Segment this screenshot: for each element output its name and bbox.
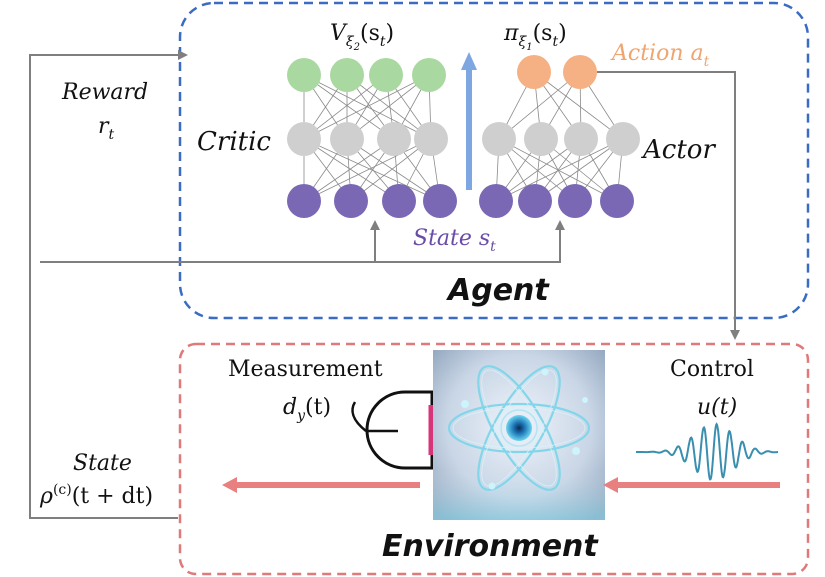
network-edge [303, 74, 395, 140]
network-edge [495, 138, 582, 202]
measurement-label: Measurement [228, 357, 383, 382]
network-edge [534, 138, 624, 202]
actor-input-node [518, 184, 552, 218]
critic-hidden-node [377, 122, 411, 156]
agent-title: Agent [446, 273, 550, 308]
environment-title: Environment [382, 529, 599, 564]
policy-label: πξ1(st) [503, 21, 567, 53]
network-edge [303, 138, 395, 202]
network-edge [495, 138, 624, 202]
network-edge [346, 74, 430, 140]
network-edge [303, 74, 430, 140]
critic-output-node [287, 58, 321, 92]
actor-hidden-node [524, 122, 558, 156]
atom-image [433, 350, 605, 520]
critic-hidden-node [287, 122, 321, 156]
critic-input-node [382, 184, 416, 218]
network-edge [303, 74, 387, 140]
network-edge [303, 138, 400, 202]
actor-output-node [517, 55, 551, 89]
actor-label: Actor [641, 135, 716, 165]
detector-icon [351, 390, 434, 470]
critic-hidden-node [414, 122, 448, 156]
agent-box [178, 1, 810, 320]
network-edge [346, 74, 432, 140]
environment-box [178, 342, 810, 576]
state-output-symbol: ρ(c)(t + dt) [39, 482, 153, 509]
critic-input-node [287, 184, 321, 218]
actor-hidden-node [606, 122, 640, 156]
critic-hidden-node [330, 122, 364, 156]
critic-label: Critic [197, 127, 271, 157]
critic-input-node [334, 184, 368, 218]
network-edge [303, 138, 432, 202]
environment-flow-arrows [222, 477, 780, 493]
critic-output-node [412, 58, 446, 92]
critic-output-node [369, 58, 403, 92]
reward-label: Reward [61, 80, 148, 105]
state-output-label: State [73, 451, 132, 476]
network-edge [303, 74, 432, 140]
control-symbol: u(t) [697, 395, 737, 420]
actor-network [479, 55, 640, 218]
control-label: Control [670, 357, 754, 382]
feedback-lines [29, 50, 740, 519]
critic-input-node [423, 184, 457, 218]
actor-input-node [600, 184, 634, 218]
network-edge [533, 71, 624, 140]
actor-input-node [558, 184, 592, 218]
reward-symbol: rt [98, 114, 115, 143]
measurement-symbol: dy(t) [283, 395, 331, 424]
action-label: Action at [610, 41, 710, 70]
actor-hidden-node [564, 122, 598, 156]
forward-arrow [461, 52, 477, 190]
actor-output-node [563, 55, 597, 89]
network-edge [498, 71, 581, 140]
actor-input-node [479, 184, 513, 218]
state-label: State st [413, 226, 496, 255]
control-pulse-waveform [636, 422, 778, 481]
critic-output-node [330, 58, 364, 92]
critic-network [287, 58, 457, 218]
network-edge [346, 138, 441, 202]
actor-hidden-node [482, 122, 516, 156]
network-edge [303, 138, 441, 202]
value-function-label: Vξ2(st) [330, 21, 394, 53]
